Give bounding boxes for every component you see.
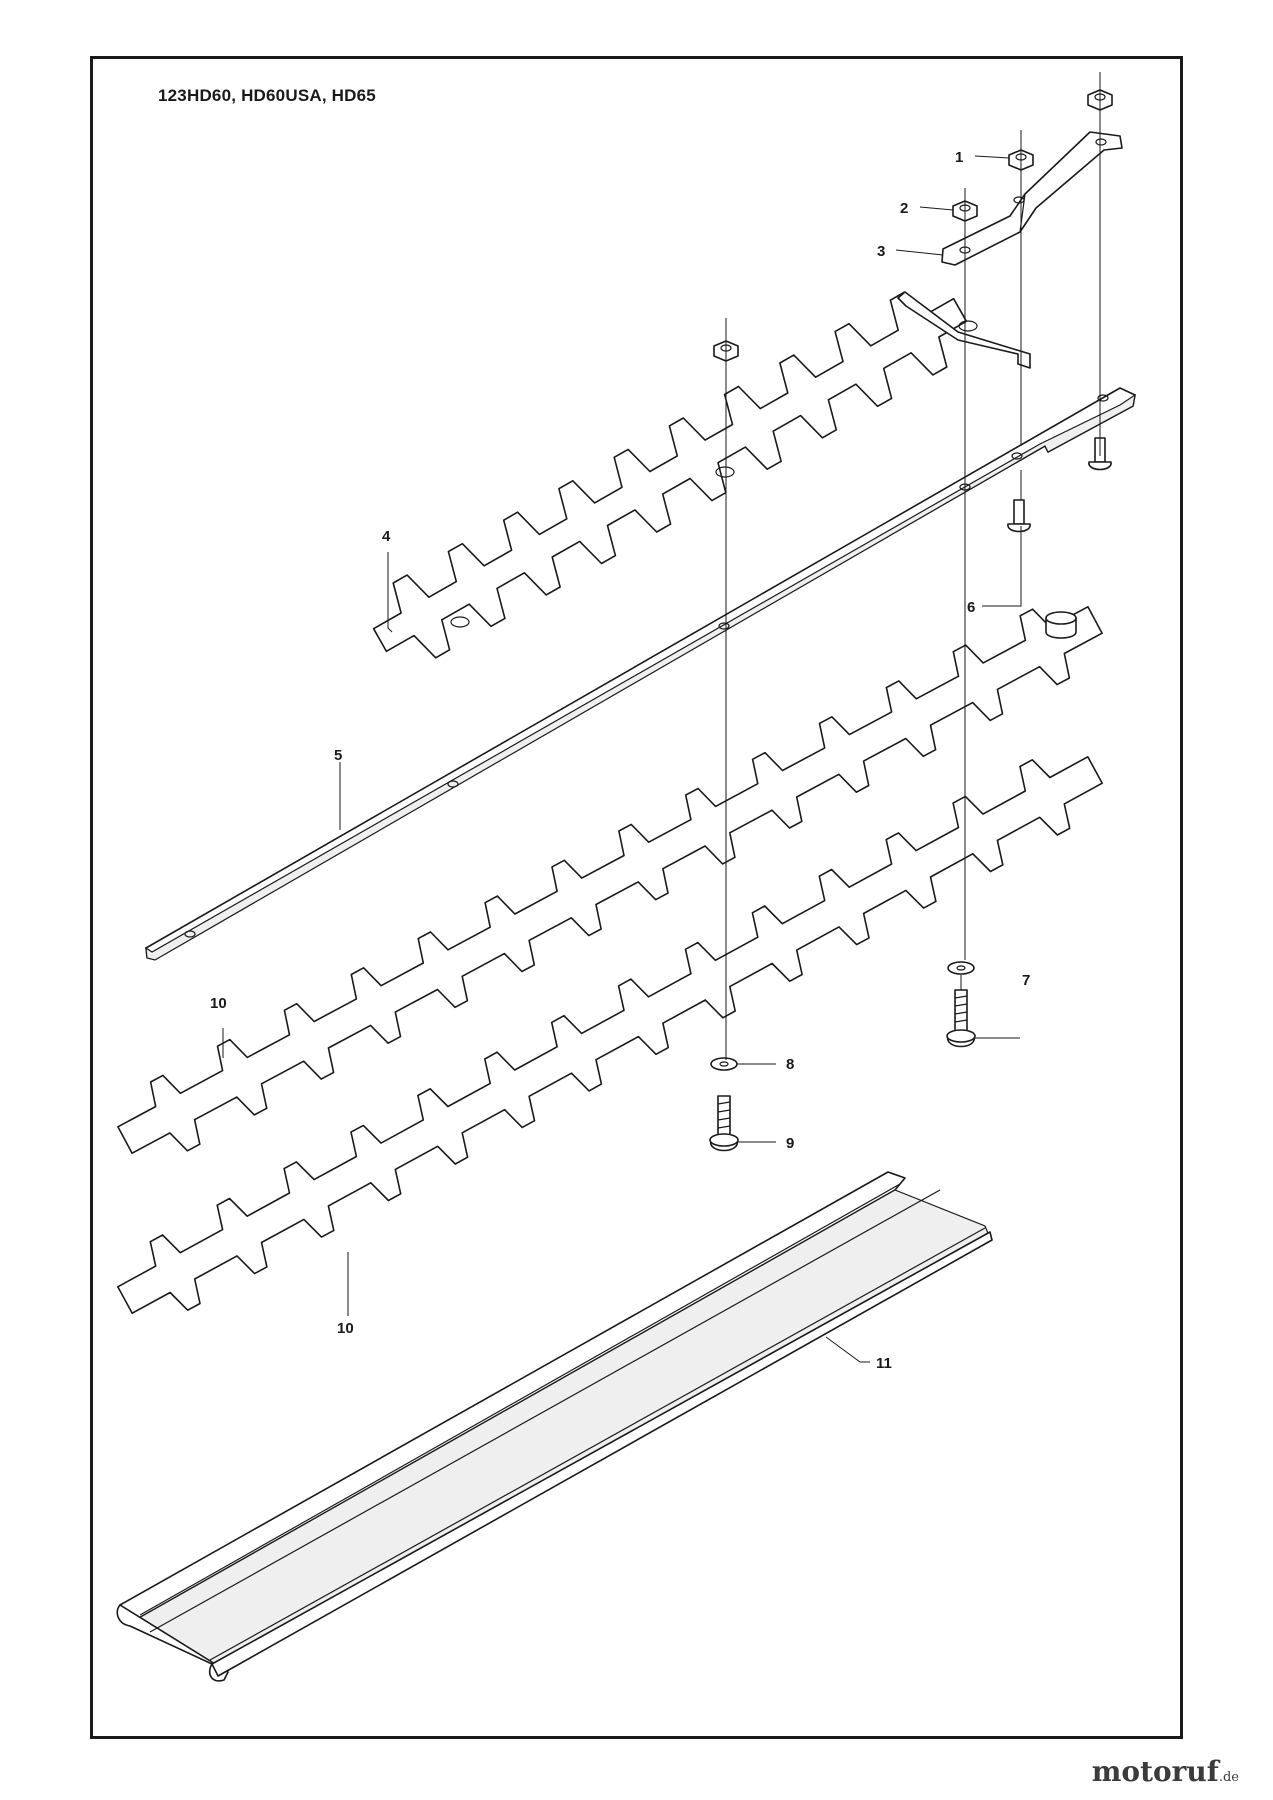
watermark-tld: .de [1218, 1770, 1239, 1785]
callout-2: 2 [900, 200, 908, 217]
callout-4: 4 [382, 528, 391, 545]
assembly-axes [725, 72, 1101, 1060]
callout-11: 11 [876, 1355, 892, 1372]
part-5-support-bar [145, 387, 1136, 961]
model-title: 123HD60, HD60USA, HD65 [158, 86, 376, 105]
callout-10-lower: 10 [337, 1320, 354, 1337]
part-6-screw [1007, 499, 1031, 533]
callout-3: 3 [877, 243, 885, 260]
callout-labels: 1 2 3 4 5 6 7 8 9 10 10 11 [210, 149, 1030, 1372]
part-8-washer [710, 1057, 738, 1071]
callout-6: 6 [967, 599, 975, 616]
part-3-bracket [941, 131, 1123, 266]
callout-10-upper: 10 [210, 995, 227, 1012]
part-10-upper-blade [117, 606, 1103, 1154]
part-11-blade-guard [116, 1171, 993, 1682]
diagram-frame [90, 56, 1183, 1739]
part-9-screw [709, 1095, 739, 1152]
part-7-screw [946, 989, 976, 1048]
callout-1: 1 [955, 149, 963, 166]
motoruf-watermark: motoruf.de [1092, 1755, 1239, 1788]
watermark-brand: motoruf [1091, 1755, 1219, 1788]
blade-pivot-bump [1045, 611, 1077, 639]
callout-5: 5 [334, 747, 342, 764]
callout-7: 7 [1022, 972, 1030, 989]
callout-8: 8 [786, 1056, 794, 1073]
callout-9: 9 [786, 1135, 794, 1152]
part-7-washer [947, 961, 975, 975]
part-4-toothed-plate [372, 291, 1031, 659]
leader-lines [222, 155, 1022, 1363]
part-10-lower-blade [117, 756, 1103, 1314]
